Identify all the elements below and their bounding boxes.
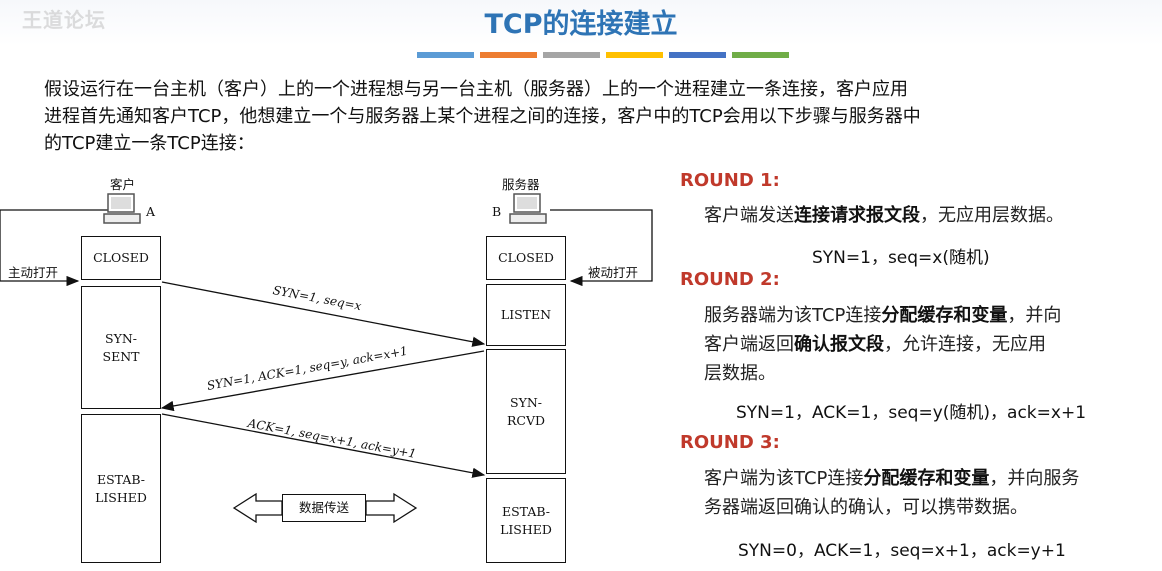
round-3-line1-pre: 客户端为该TCP连接 (704, 468, 864, 489)
round-1-label: ROUND 1: (680, 170, 780, 191)
round-1-text-pre: 客户端发送 (704, 205, 794, 226)
round-1-text: 客户端发送连接请求报文段，无应用层数据。 (704, 201, 1064, 230)
round-2-line: 客户端返回确认报文段，允许连接，无应用 (704, 330, 1061, 359)
client-state-established: ESTAB- LISHED (81, 414, 161, 563)
passive-open-label: 被动打开 (588, 265, 639, 280)
server-label: 服务器 (502, 177, 540, 192)
intro-line: 假设运行在一台主机（客户）上的一个进程想与另一台主机（服务器）上的一个进程建立一… (44, 79, 908, 100)
stripe (732, 52, 789, 58)
server-computer-icon (509, 193, 547, 224)
round-3-line1-bold: 分配缓存和变量 (863, 468, 990, 489)
round-2-line1-bold: 分配缓存和变量 (881, 305, 1008, 326)
intro-line: 进程首先通知客户TCP，他想建立一个与服务器上某个进程之间的连接，客户中的TCP… (44, 106, 921, 127)
client-label: 客户 (110, 177, 136, 192)
intro-paragraph: 假设运行在一台主机（客户）上的一个进程想与另一台主机（服务器）上的一个进程建立一… (44, 76, 1144, 157)
round-3-label: ROUND 3: (680, 432, 780, 453)
round-2-line2-pre: 客户端返回 (704, 334, 794, 355)
server-tag: B (492, 204, 502, 219)
round-1-formula: SYN=1，seq=x(随机) (812, 248, 990, 268)
stripe (480, 52, 537, 58)
client-tag: A (146, 204, 156, 219)
round-2-text: 服务器端为该TCP连接分配缓存和变量，并向 客户端返回确认报文段，允许连接，无应… (704, 301, 1061, 388)
title-underline-stripes (417, 52, 789, 58)
data-transfer-label: 数据传送 (282, 494, 366, 522)
server-state-listen: LISTEN (486, 284, 566, 346)
round-3-text: 客户端为该TCP连接分配缓存和变量，并向服务 务器端返回确认的确认，可以携带数据… (704, 464, 1079, 522)
round-2-line: 层数据。 (704, 363, 776, 384)
watermark: 王道论坛 (22, 8, 106, 32)
client-computer-icon (103, 193, 141, 224)
active-open-label: 主动打开 (8, 265, 59, 280)
round-3-formula: SYN=0，ACK=1，seq=x+1，ack=y+1 (738, 541, 1066, 561)
stripe (669, 52, 726, 58)
client-state-syn-sent: SYN- SENT (81, 286, 161, 409)
client-state-closed: CLOSED (81, 236, 161, 280)
round-3-line1-post: ，并向服务 (989, 468, 1080, 489)
round-3-line: 客户端为该TCP连接分配缓存和变量，并向服务 (704, 464, 1079, 493)
stripe (543, 52, 600, 58)
tcp-handshake-diagram: 客户 A 服务器 B 主动打开 被动打开 CLOSED SYN- SENT ES… (0, 168, 670, 571)
round-2-line1-pre: 服务器端为该TCP连接 (704, 305, 882, 326)
round-2-line2-post: ，允许连接，无应用 (884, 334, 1046, 355)
round-2-label: ROUND 2: (680, 269, 780, 290)
stripe (417, 52, 474, 58)
round-1-text-bold: 连接请求报文段 (794, 205, 920, 226)
slide-title: TCP的连接建立 (484, 9, 678, 40)
round-2-formula: SYN=1，ACK=1，seq=y(随机)，ack=x+1 (736, 403, 1087, 423)
diagram-lines (0, 209, 653, 524)
round-2-line: 服务器端为该TCP连接分配缓存和变量，并向 (704, 301, 1061, 330)
round-2-line2-bold: 确认报文段 (794, 334, 884, 355)
server-state-closed: CLOSED (486, 236, 566, 280)
intro-line: 的TCP建立一条TCP连接： (44, 133, 255, 154)
server-state-established: ESTAB- LISHED (486, 478, 566, 563)
round-1-text-post: ，无应用层数据。 (920, 205, 1064, 226)
round-3-line: 务器端返回确认的确认，可以携带数据。 (704, 497, 1028, 518)
round-2-line1-post: ，并向 (1007, 305, 1062, 326)
stripe (606, 52, 663, 58)
server-state-syn-rcvd: SYN- RCVD (486, 349, 566, 474)
